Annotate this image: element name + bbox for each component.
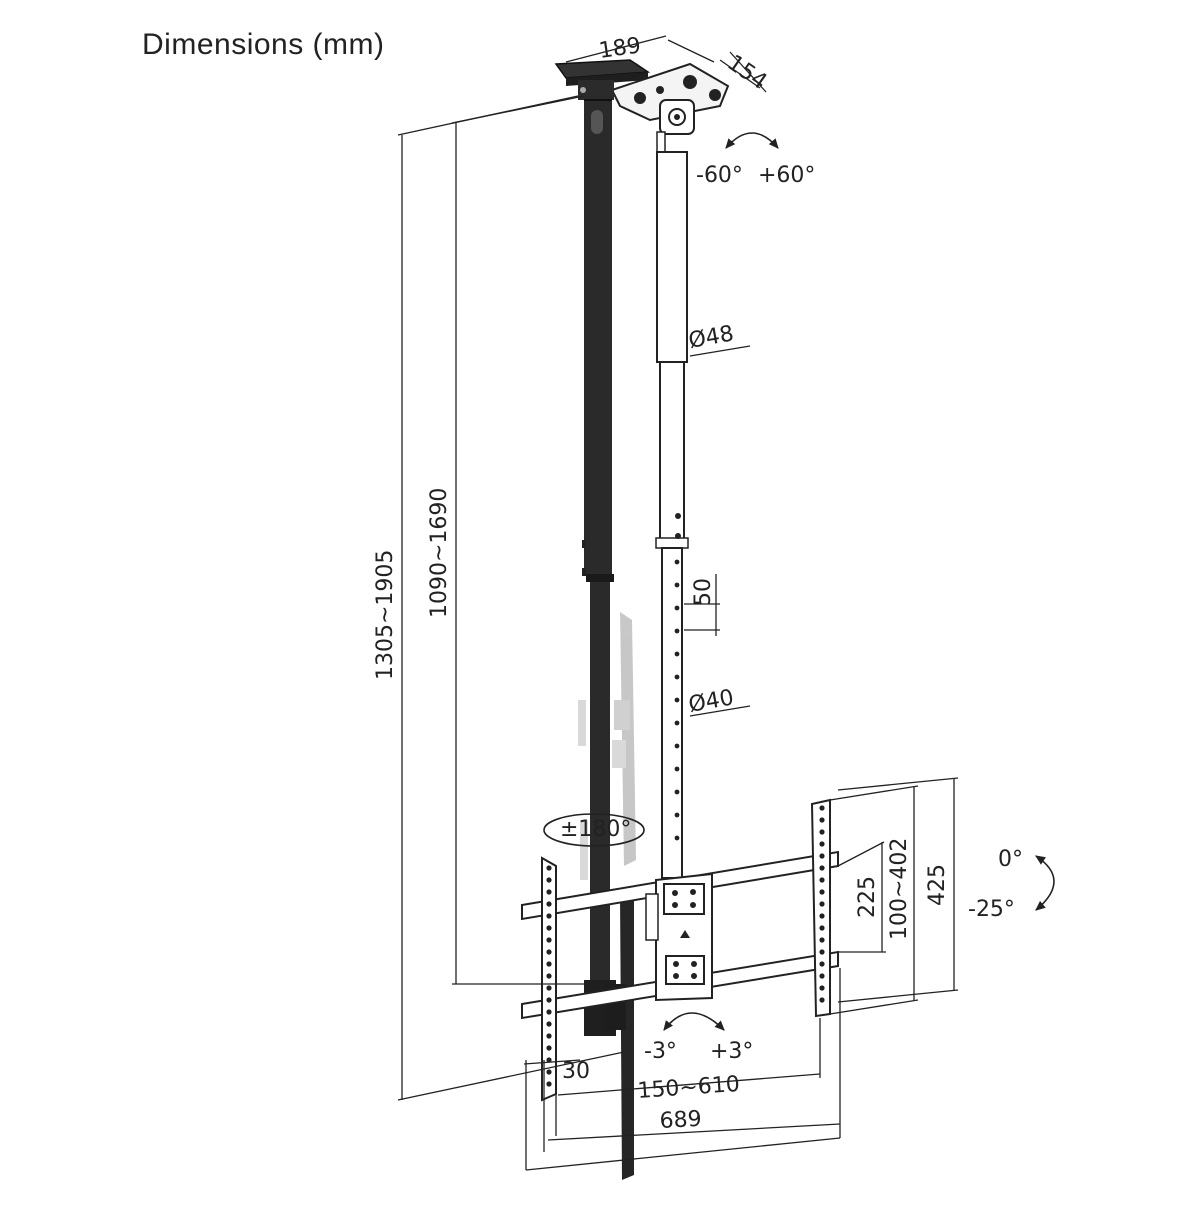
black-pole: [578, 80, 616, 1036]
arm-slot: [819, 973, 825, 979]
total-height-label: 1305~1905: [373, 550, 398, 680]
arm-slot: [819, 877, 825, 883]
pole-hole: [674, 582, 680, 588]
level-right-label: +3°: [710, 1039, 753, 1064]
arm-slot: [546, 985, 552, 991]
arm-slot: [546, 961, 552, 967]
pole-hole: [674, 812, 680, 818]
lower-diameter-label: Ø40: [687, 685, 736, 717]
arm-slot: [819, 961, 825, 967]
level-left-label: -3°: [644, 1039, 677, 1064]
diagram-title: Dimensions (mm): [142, 28, 385, 61]
tilt-bottom-label: -25°: [968, 897, 1015, 922]
arm-slot: [546, 1021, 552, 1027]
pole-hole: [674, 651, 680, 657]
pole-hole: [674, 697, 680, 703]
arm-slot: [546, 973, 552, 979]
pole-hole: [674, 628, 680, 634]
arm-slot: [819, 937, 825, 943]
ceiling-plate: [554, 59, 730, 157]
vesa-vertical-range-label: 100~402: [887, 838, 912, 940]
pole-hole: [674, 743, 680, 749]
arm-slot: [819, 985, 825, 991]
pole-height-label: 1090~1690: [427, 488, 452, 618]
bracket-width-label: 689: [659, 1107, 702, 1134]
arm-slot: [546, 1033, 552, 1039]
plate-width-label: 189: [597, 33, 642, 64]
arm-slot: [819, 997, 825, 1003]
arm-slot: [546, 937, 552, 943]
arm-slot: [546, 1057, 552, 1063]
pole-hole: [674, 789, 680, 795]
pole-hole: [674, 674, 680, 680]
bracket-height-label: 425: [925, 864, 950, 906]
pole-hole: [674, 720, 680, 726]
plate-depth-label: 154: [723, 50, 772, 95]
arm-slot: [546, 1045, 552, 1051]
pole-rotation-label: ±180°: [560, 817, 631, 842]
arm-slot: [819, 889, 825, 895]
arm-slot: [546, 913, 552, 919]
arm-slot: [819, 805, 825, 811]
arm-slot: [819, 853, 825, 859]
arm-slot: [819, 949, 825, 955]
pole-hole: [674, 835, 680, 841]
arm-slot: [546, 949, 552, 955]
pole-hole: [674, 559, 680, 565]
vesa-horizontal-range-label: 150~610: [637, 1072, 741, 1104]
arm-slot: [546, 997, 552, 1003]
white-pole: [655, 151, 689, 879]
arm-slot: [819, 925, 825, 931]
pole-hole: [674, 605, 680, 611]
arm-slot: [546, 1069, 552, 1075]
arm-slot: [546, 877, 552, 883]
hole-spacing-label: 50: [691, 578, 716, 606]
arm-slot: [546, 925, 552, 931]
arm-offset-label: 30: [562, 1059, 590, 1084]
arm-slot: [819, 829, 825, 835]
arm-slot: [819, 865, 825, 871]
tilt-top-label: 0°: [998, 847, 1023, 872]
swivel-right-label: +60°: [758, 163, 815, 188]
vesa-inner-height-label: 225: [855, 876, 880, 918]
arm-slot: [819, 913, 825, 919]
dimension-lines: [397, 35, 959, 1171]
pole-hole: [674, 766, 680, 772]
arm-slot: [546, 1081, 552, 1087]
ghost-bracket: [578, 612, 636, 880]
arm-slot: [546, 865, 552, 871]
arm-slot: [819, 841, 825, 847]
arm-slot: [546, 889, 552, 895]
rotation-arrows: [543, 132, 1055, 1031]
arm-slot: [546, 1009, 552, 1015]
arm-slot: [819, 817, 825, 823]
arm-slot: [546, 901, 552, 907]
swivel-left-label: -60°: [696, 163, 743, 188]
arm-slot: [819, 901, 825, 907]
